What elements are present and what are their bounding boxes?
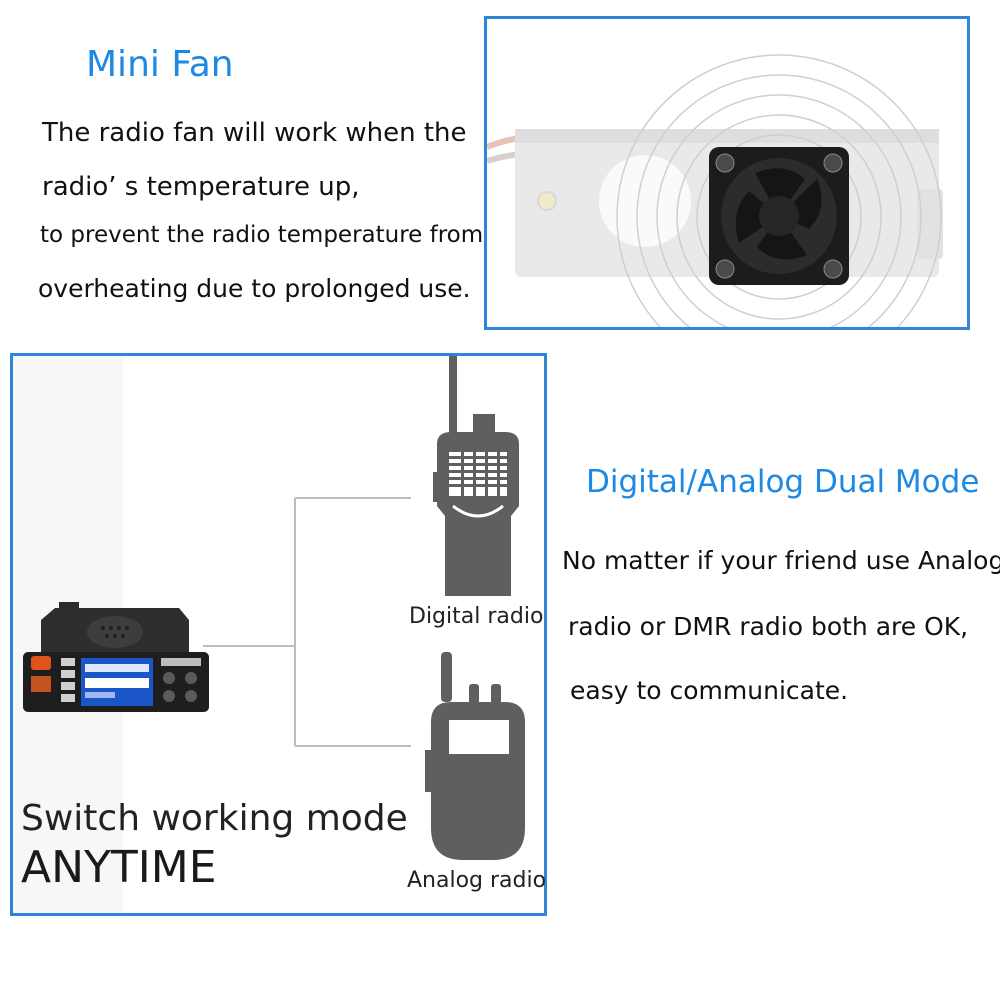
dual-mode-title: Digital/Analog Dual Mode: [586, 464, 980, 500]
fan-line-1: The radio fan will work when the: [42, 118, 467, 148]
mode-line-2: radio or DMR radio both are OK,: [568, 612, 969, 641]
analog-radio-icon: [425, 652, 525, 860]
fan-line-3: to prevent the radio temperature from: [40, 222, 484, 248]
mini-fan-title: Mini Fan: [86, 44, 234, 85]
fan-photo-frame: [484, 16, 970, 380]
mobile-radio-image: [23, 602, 209, 712]
switch-mode-line-1: Switch working mode: [21, 798, 408, 839]
digital-radio-label: Digital radio: [409, 604, 544, 629]
mode-line-3: easy to communicate.: [570, 676, 849, 705]
digital-radio-icon: [433, 356, 519, 596]
fan-line-2: radio’ s temperature up,: [42, 172, 360, 202]
fan-illustration: [485, 54, 943, 380]
fan-line-4: overheating due to prolonged use.: [38, 274, 471, 303]
mode-line-1: No matter if your friend use Analog: [562, 546, 1000, 575]
analog-radio-label: Analog radio: [407, 868, 547, 893]
mode-diagram-frame: Digital radio Analog radio: [10, 353, 547, 916]
switch-mode-line-2: ANYTIME: [21, 842, 217, 893]
